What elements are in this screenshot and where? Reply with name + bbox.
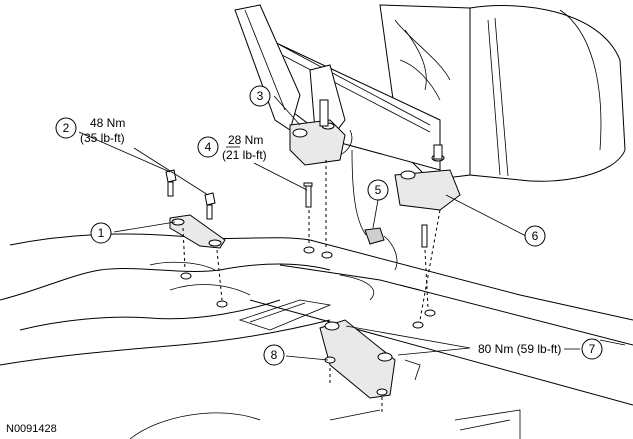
callout-5: 5 bbox=[367, 179, 389, 201]
callout-2-torque-lbft: (35 lb-ft) bbox=[80, 131, 125, 145]
callout-7-torque: 80 Nm (59 lb-ft) bbox=[478, 342, 561, 356]
sensor-module bbox=[351, 149, 398, 271]
callout-7-number: 7 bbox=[589, 342, 596, 356]
callout-4-torque-nm: 28 Nm bbox=[228, 133, 263, 147]
callout-6-number: 6 bbox=[532, 229, 539, 243]
callout-4: 4 28 Nm (21 lb-ft) bbox=[197, 133, 267, 162]
callout-7: 80 Nm (59 lb-ft) 7 bbox=[478, 338, 603, 360]
callout-3: 3 bbox=[249, 85, 271, 107]
callout-4-number: 4 bbox=[205, 140, 212, 154]
callout-2-number: 2 bbox=[63, 121, 70, 135]
bolt-group-right bbox=[412, 209, 441, 329]
floor-bracket-front bbox=[169, 214, 226, 249]
leader-lines bbox=[78, 95, 580, 361]
bolt-group-28nm bbox=[303, 160, 333, 259]
callout-1-number: 1 bbox=[98, 226, 105, 240]
callout-4-torque-lbft: (21 lb-ft) bbox=[222, 148, 267, 162]
bolt-group-48nm bbox=[165, 169, 228, 308]
figure-id: N0091428 bbox=[6, 423, 57, 435]
bracket-left-riser bbox=[289, 99, 346, 166]
callout-8: 8 bbox=[263, 344, 285, 366]
floor-pan bbox=[0, 233, 633, 439]
callout-5-number: 5 bbox=[375, 183, 382, 197]
callout-2-torque-nm: 48 Nm bbox=[90, 116, 125, 130]
bracket-right-riser bbox=[394, 144, 461, 211]
seat-frame bbox=[234, 4, 441, 171]
callout-3-number: 3 bbox=[257, 89, 264, 103]
callout-1: 1 bbox=[90, 222, 112, 244]
callout-8-number: 8 bbox=[271, 348, 278, 362]
callout-2: 2 48 Nm (35 lb-ft) bbox=[55, 116, 125, 145]
callout-6: 6 bbox=[524, 225, 546, 247]
floor-bracket-rear bbox=[319, 319, 421, 415]
